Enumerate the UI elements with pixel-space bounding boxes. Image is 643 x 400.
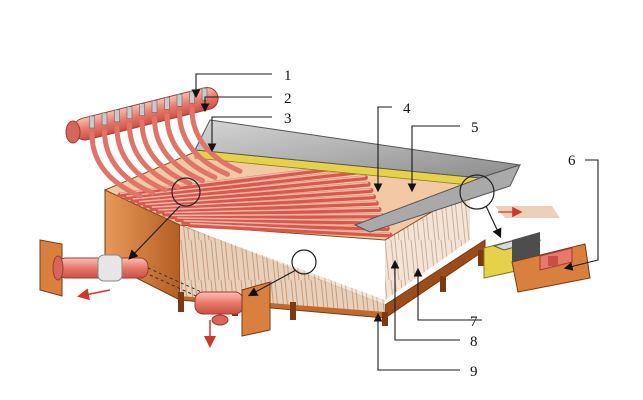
tube bbox=[174, 217, 388, 225]
tube-highlight bbox=[158, 200, 377, 211]
down-tube bbox=[89, 131, 143, 199]
riser-stub bbox=[151, 100, 158, 113]
down-tubes bbox=[89, 106, 243, 199]
tube-detail-bottom bbox=[77, 269, 297, 348]
anchor-detail-right bbox=[495, 206, 591, 293]
callout-3: 3 bbox=[284, 111, 292, 127]
callout-8: 8 bbox=[470, 334, 478, 350]
down-tube bbox=[152, 116, 205, 183]
riser-stub bbox=[101, 112, 108, 126]
down-tube bbox=[139, 119, 193, 187]
riser-stub bbox=[89, 115, 95, 129]
riser-stub bbox=[114, 109, 120, 123]
callout-5: 5 bbox=[471, 120, 479, 136]
tube-highlight bbox=[164, 207, 380, 214]
tube bbox=[142, 187, 374, 209]
tube-highlight bbox=[139, 181, 369, 203]
callout-2: 2 bbox=[284, 91, 292, 107]
riser-stub bbox=[176, 94, 183, 107]
callouts: 1 2 3 4 5 6 7 8 9 bbox=[191, 68, 599, 380]
tube-highlight bbox=[189, 222, 391, 235]
tube-highlight bbox=[183, 220, 388, 228]
tube bbox=[168, 213, 385, 220]
callout-1: 1 bbox=[284, 68, 292, 84]
tube-highlight bbox=[170, 213, 382, 217]
down-tube bbox=[127, 122, 180, 190]
riser-stub bbox=[189, 90, 195, 104]
tube-highlight bbox=[145, 188, 371, 206]
callout-9: 9 bbox=[470, 364, 478, 380]
tube bbox=[155, 200, 379, 214]
finned-tube-bank bbox=[180, 190, 470, 312]
riser-stub bbox=[164, 97, 170, 110]
callout-7: 7 bbox=[470, 314, 478, 330]
callout-6: 6 bbox=[568, 153, 576, 169]
tube bbox=[181, 219, 390, 232]
tube bbox=[123, 168, 366, 201]
callout-4: 4 bbox=[403, 101, 411, 117]
down-tube bbox=[102, 128, 155, 196]
tube bbox=[187, 222, 393, 238]
tube bbox=[162, 207, 382, 217]
tube-highlight bbox=[132, 175, 366, 200]
tube bbox=[149, 194, 377, 212]
down-tube bbox=[164, 112, 218, 180]
tube bbox=[130, 175, 368, 203]
riser-stub bbox=[126, 106, 133, 119]
down-tube bbox=[114, 125, 168, 193]
tube-highlight bbox=[177, 217, 385, 222]
down-tube bbox=[189, 106, 243, 174]
detail-callout-circles bbox=[171, 174, 495, 275]
riser-stub bbox=[139, 103, 145, 116]
down-tube bbox=[177, 109, 230, 177]
tube bbox=[136, 181, 371, 206]
